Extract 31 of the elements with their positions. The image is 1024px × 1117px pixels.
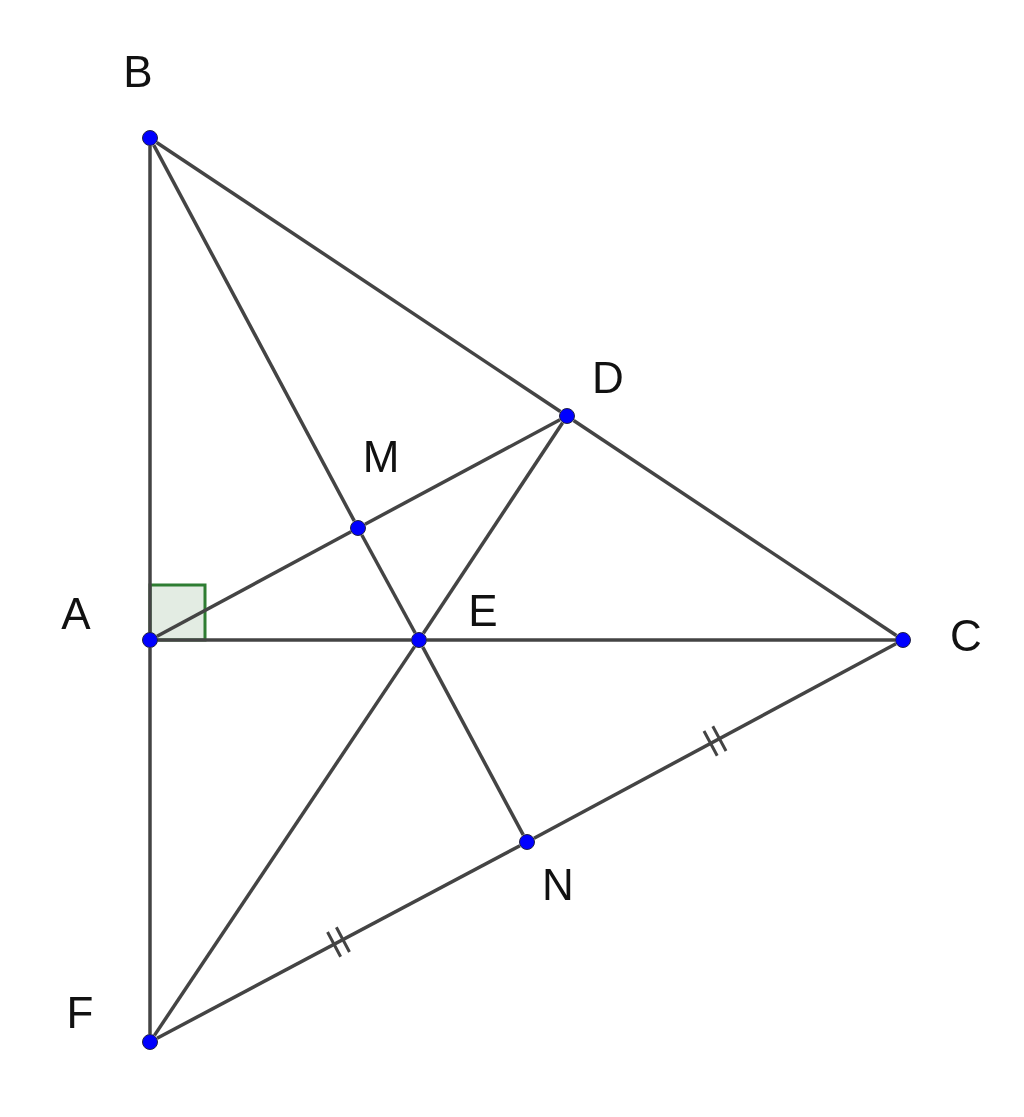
- line-segment: [360, 534, 417, 634]
- line-segment: [572, 419, 898, 637]
- point-label: M: [362, 435, 400, 479]
- point-dot: [559, 408, 575, 424]
- line-segment: [152, 144, 356, 522]
- point-label: N: [542, 863, 574, 907]
- point-dot: [895, 632, 911, 648]
- line-segment: [155, 141, 562, 413]
- point-label: F: [66, 991, 94, 1035]
- line-segment: [156, 844, 521, 1040]
- line-segment: [533, 642, 897, 840]
- line-segment: [158, 638, 411, 642]
- line-segment: [427, 638, 895, 642]
- point-dot: [411, 632, 427, 648]
- line-segment: [421, 421, 565, 635]
- point-dot: [142, 632, 158, 648]
- point-dot: [519, 834, 535, 850]
- point-label: A: [61, 592, 91, 636]
- point-label: C: [950, 614, 982, 658]
- line-segment: [148, 648, 152, 1034]
- line-segment: [153, 645, 416, 1037]
- point-dot: [142, 1034, 158, 1050]
- point-label: D: [592, 356, 624, 400]
- point-label: B: [123, 50, 153, 94]
- line-segment: [156, 530, 352, 638]
- point-dot: [142, 130, 158, 146]
- point-dot: [350, 520, 366, 536]
- line-segment: [421, 646, 525, 836]
- point-label: E: [468, 589, 498, 633]
- line-segment: [364, 418, 561, 526]
- line-segment: [148, 146, 152, 632]
